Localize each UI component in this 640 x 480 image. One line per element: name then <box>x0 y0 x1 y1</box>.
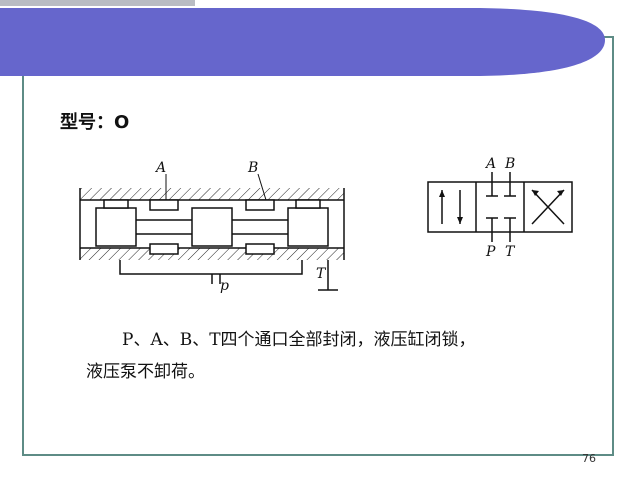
port-groove-right <box>295 199 321 209</box>
valve-graphic-symbol: A B P T <box>427 156 573 260</box>
port-groove-p-right <box>245 243 275 255</box>
valve-label-t: T <box>316 266 327 282</box>
valve-label-b: B <box>247 160 258 176</box>
symbol-label-t: T <box>505 244 516 260</box>
port-groove-b <box>245 199 275 211</box>
title-banner <box>0 0 605 76</box>
valve-cross-section: A B T p <box>79 160 345 294</box>
housing-bottom-hatch <box>80 248 344 260</box>
housing-top-hatch <box>80 188 344 200</box>
symbol-label-a: A <box>484 156 496 172</box>
page-number: 76 <box>582 452 596 465</box>
symbol-label-p: P <box>485 244 496 260</box>
description-text: P、A、B、T四个通口全部封闭，液压缸闭锁， 液压泵不卸荷。 <box>86 324 566 388</box>
description-line-2: 液压泵不卸荷。 <box>86 362 205 382</box>
valve-label-p: p <box>220 278 229 294</box>
spool-land-1 <box>95 207 137 247</box>
description-line-1: P、A、B、T四个通口全部封闭，液压缸闭锁， <box>122 330 476 350</box>
pressure-passage <box>119 260 303 275</box>
port-groove-a <box>149 199 179 211</box>
port-groove-left <box>103 199 129 209</box>
spool-land-3 <box>287 207 329 247</box>
slide-title: 型号：O <box>60 112 130 133</box>
port-groove-p-left <box>149 243 179 255</box>
symbol-label-b: B <box>504 156 515 172</box>
spool-land-2 <box>191 207 233 247</box>
valve-label-a: A <box>154 160 166 176</box>
